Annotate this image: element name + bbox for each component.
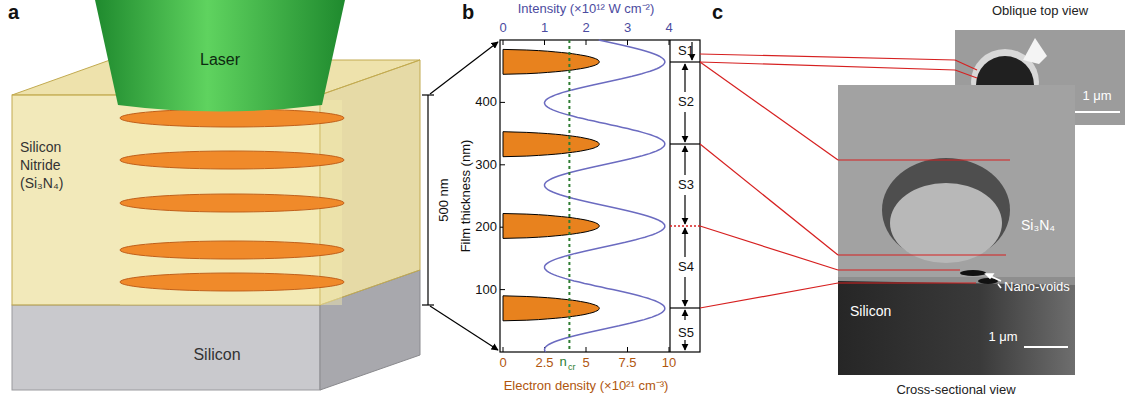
tick-label: 2.5 [535, 356, 553, 371]
tick-label: 400 [475, 95, 497, 110]
scale-label: 1 μm [1082, 89, 1111, 104]
axis-ticks [500, 40, 669, 352]
chart-frame [500, 40, 700, 352]
threshold-symbol: n [559, 355, 566, 370]
tick-label: 3 [624, 21, 631, 36]
panel-letter: a [8, 1, 19, 24]
threshold-subscript: cr [568, 362, 576, 372]
panel-letter: c [712, 1, 723, 24]
tick-label: 4 [665, 21, 672, 36]
panel-letter: b [462, 1, 474, 24]
tick-label: 200 [475, 220, 497, 235]
scale-label: 1 μm [988, 330, 1017, 345]
dimension-label: 500 nm [437, 178, 452, 221]
axis-title: Film thickness (nm) [459, 140, 474, 253]
tick-label: 2 [582, 21, 589, 36]
laser-label: Laser [200, 51, 240, 69]
layer-label: Si₃N₄ [1021, 217, 1055, 233]
substrate-label: Silicon [193, 346, 240, 364]
tick-label: 5 [582, 356, 589, 371]
density-lobe [503, 214, 599, 239]
tick-label: 100 [475, 282, 497, 297]
segment-boundary [670, 225, 700, 227]
tick-label: 0 [499, 21, 506, 36]
layer-label: Silicon [850, 303, 891, 319]
laser-beam: Laser [95, 0, 345, 112]
segment-marks [670, 42, 700, 350]
segment-label: S2 [678, 95, 694, 110]
axis-title: Intensity (×10¹² W cm⁻²) [518, 2, 655, 17]
tick-label: 10 [662, 356, 676, 371]
callout-label: Nano-voids [1004, 280, 1070, 295]
critical-density-line [568, 40, 570, 352]
segment-label: S1 [678, 43, 694, 58]
density-lobe [503, 132, 599, 157]
film-label: Silicon Nitride (Si₃N₄) [20, 138, 92, 192]
segment-label: S4 [678, 260, 694, 275]
tick-label: 0 [499, 356, 506, 371]
view-heading: Oblique top view [992, 4, 1088, 19]
tick-label: 7.5 [618, 356, 636, 371]
view-heading: Cross-sectional view [896, 383, 1015, 398]
sem-image-cross-section: Si₃N₄Nano-voidsSilicon1 μmCross-sectiona… [838, 85, 1075, 375]
thickness-bracket [422, 42, 498, 350]
segment-label: S5 [678, 326, 694, 341]
density-lobe [503, 49, 599, 74]
tick-label: 1 [541, 21, 548, 36]
axis-title: Electron density (×10²¹ cm⁻³) [504, 379, 669, 394]
plot-curves [503, 40, 665, 352]
segment-label: S3 [678, 178, 694, 193]
tick-label: 300 [475, 157, 497, 172]
intensity-curve [545, 40, 665, 352]
density-lobe [503, 296, 599, 321]
